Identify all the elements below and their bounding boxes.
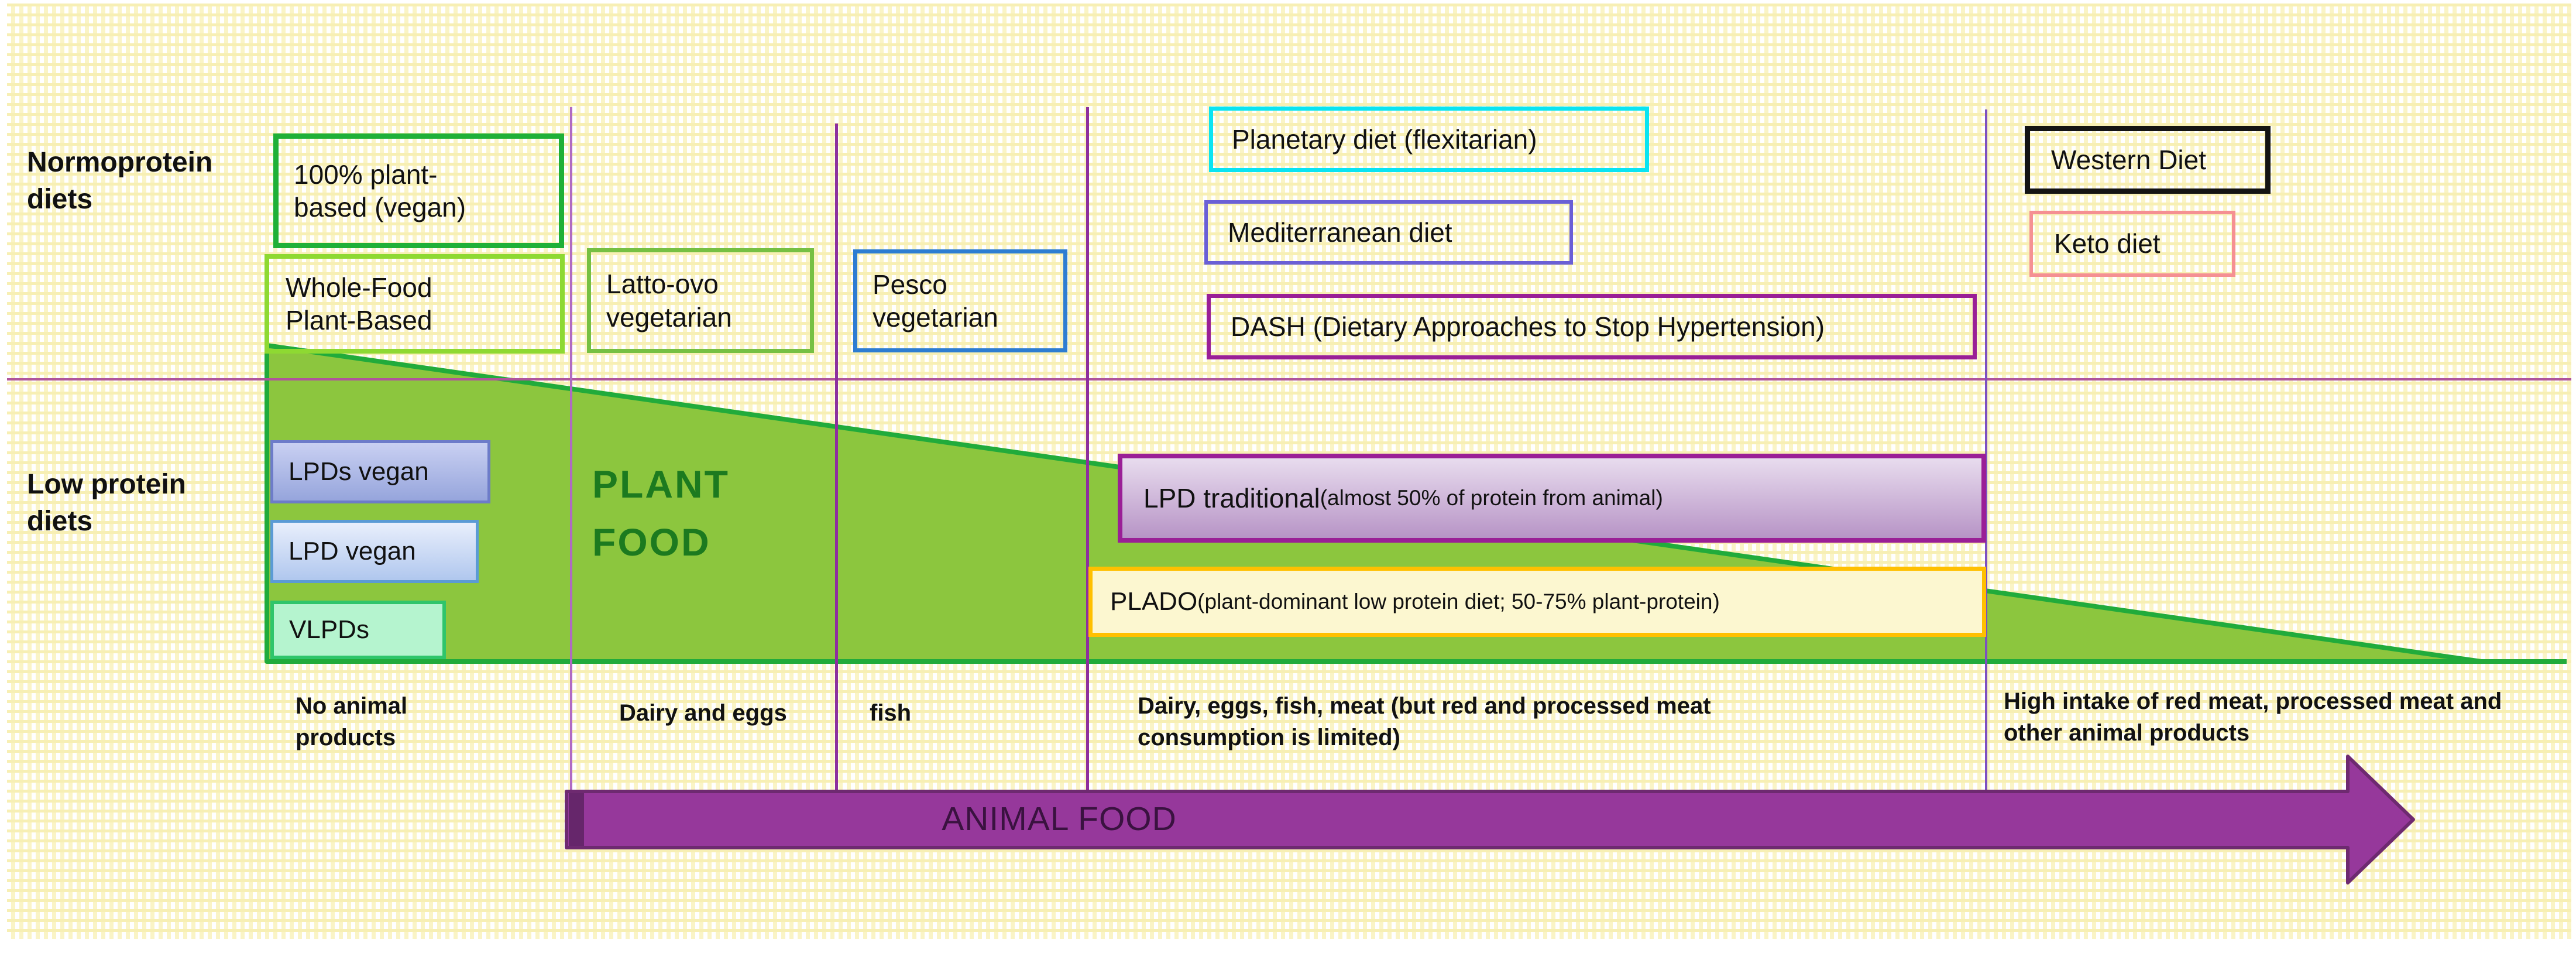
plant-food-zone-label: PLANT FOOD: [592, 455, 730, 571]
diet-box-pesco-vegetarian-label: Pesco vegetarian: [873, 269, 998, 332]
diet-box-lpd-vegan-label: LPD vegan: [288, 537, 416, 565]
diet-box-lpd-traditional-main: LPD traditional: [1143, 483, 1320, 513]
diet-box-planetary: Planetary diet (flexitarian): [1209, 107, 1649, 172]
diet-box-dash-label: DASH (Dietary Approaches to Stop Hyperte…: [1231, 311, 1825, 342]
diet-box-lpds-vegan: LPDs vegan: [270, 440, 490, 503]
diet-box-lpd-traditional-sub: (almost 50% of protein from animal): [1320, 486, 1663, 510]
row-label-normoprotein: Normoprotein diets: [27, 147, 213, 215]
divider-line-4: [1985, 109, 1987, 791]
divider-line-2: [835, 124, 838, 791]
row-label-low-protein: Low protein diets: [27, 469, 186, 537]
plant-food-line2: FOOD: [592, 520, 711, 564]
diet-box-keto: Keto diet: [2029, 211, 2235, 277]
diet-box-western: Western Diet: [2025, 126, 2271, 194]
diet-box-western-label: Western Diet: [2051, 144, 2207, 175]
normo-low-divider-line: [7, 378, 2571, 380]
animal-food-arrow: [565, 755, 2415, 885]
diet-box-whole-food-plant-based: Whole-Food Plant-Based: [265, 254, 565, 354]
diet-box-plado-sub: (plant-dominant low protein diet; 50-75%…: [1197, 589, 1720, 613]
plant-food-line1: PLANT: [592, 462, 730, 506]
axis-label-dairy-eggs-fish-meat: Dairy, eggs, fish, meat (but red and pro…: [1138, 693, 1711, 750]
diet-box-100-plant-based: 100% plant-based (vegan): [273, 133, 564, 248]
diet-box-mediterranean: Mediterranean diet: [1204, 200, 1573, 265]
diet-box-latto-ovo-vegetarian: Latto-ovo vegetarian: [587, 248, 814, 353]
diet-box-dash: DASH (Dietary Approaches to Stop Hyperte…: [1207, 294, 1977, 359]
divider-line-1: [570, 107, 572, 791]
diet-box-mediterranean-label: Mediterranean diet: [1228, 217, 1452, 248]
diet-box-lpds-vegan-label: LPDs vegan: [288, 457, 429, 486]
axis-label-fish: fish: [870, 700, 912, 726]
axis-label-high-intake: High intake of red meat, processed meat …: [2004, 688, 2502, 746]
diet-box-lpd-traditional: LPD traditional (almost 50% of protein f…: [1118, 454, 1986, 543]
diet-box-plado-main: PLADO: [1110, 587, 1198, 616]
diet-box-100-plant-based-label: 100% plant-based (vegan): [294, 159, 466, 222]
diet-box-pesco-vegetarian: Pesco vegetarian: [853, 249, 1067, 352]
diet-box-latto-ovo-vegetarian-label: Latto-ovo vegetarian: [606, 269, 732, 332]
axis-label-dairy-and-eggs: Dairy and eggs: [619, 700, 787, 726]
diet-box-lpd-vegan: LPD vegan: [270, 520, 479, 583]
diet-box-plado: PLADO (plant-dominant low protein diet; …: [1088, 567, 1986, 637]
divider-line-3: [1086, 107, 1089, 791]
diet-box-keto-label: Keto diet: [2054, 228, 2161, 259]
animal-food-zone-label: ANIMAL FOOD: [942, 800, 1177, 838]
axis-label-no-animal-products: No animal products: [296, 693, 408, 750]
diet-box-vlpds-label: VLPDs: [289, 615, 369, 644]
diet-box-planetary-label: Planetary diet (flexitarian): [1232, 124, 1537, 155]
animal-food-arrow-start-band: [569, 793, 584, 846]
diet-box-vlpds: VLPDs: [270, 601, 446, 659]
diet-box-whole-food-plant-based-label: Whole-Food Plant-Based: [286, 272, 432, 335]
